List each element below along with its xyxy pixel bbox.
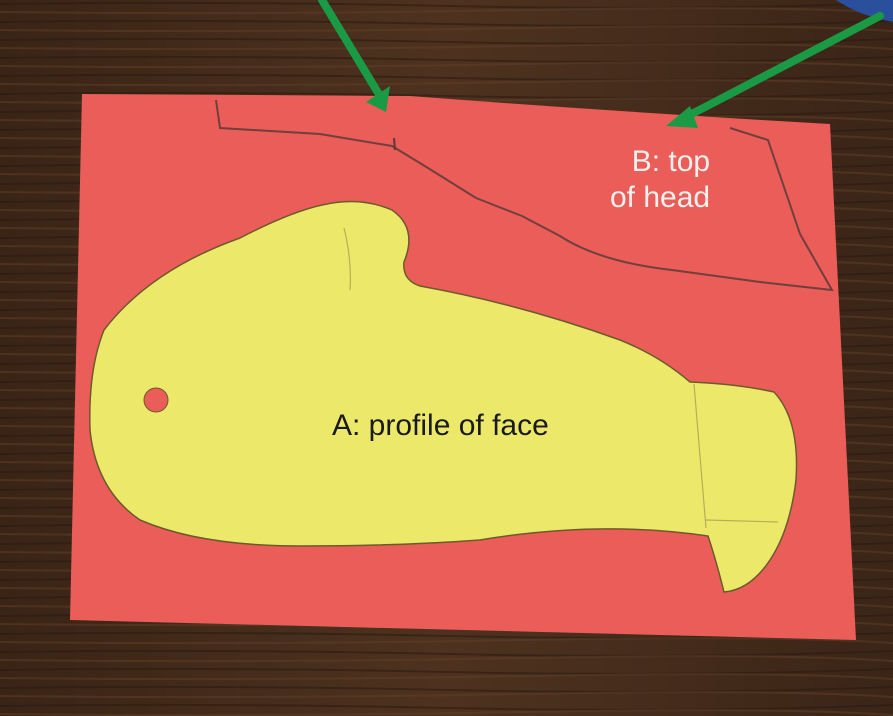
label-b-line1: B: top [588,144,710,180]
label-profile-of-face: A: profile of face [332,408,549,444]
eye-hole [144,388,168,412]
label-top-of-head: B: top of head [588,144,710,216]
label-b-line2: of head [588,180,710,216]
pencil-tick [394,138,395,150]
